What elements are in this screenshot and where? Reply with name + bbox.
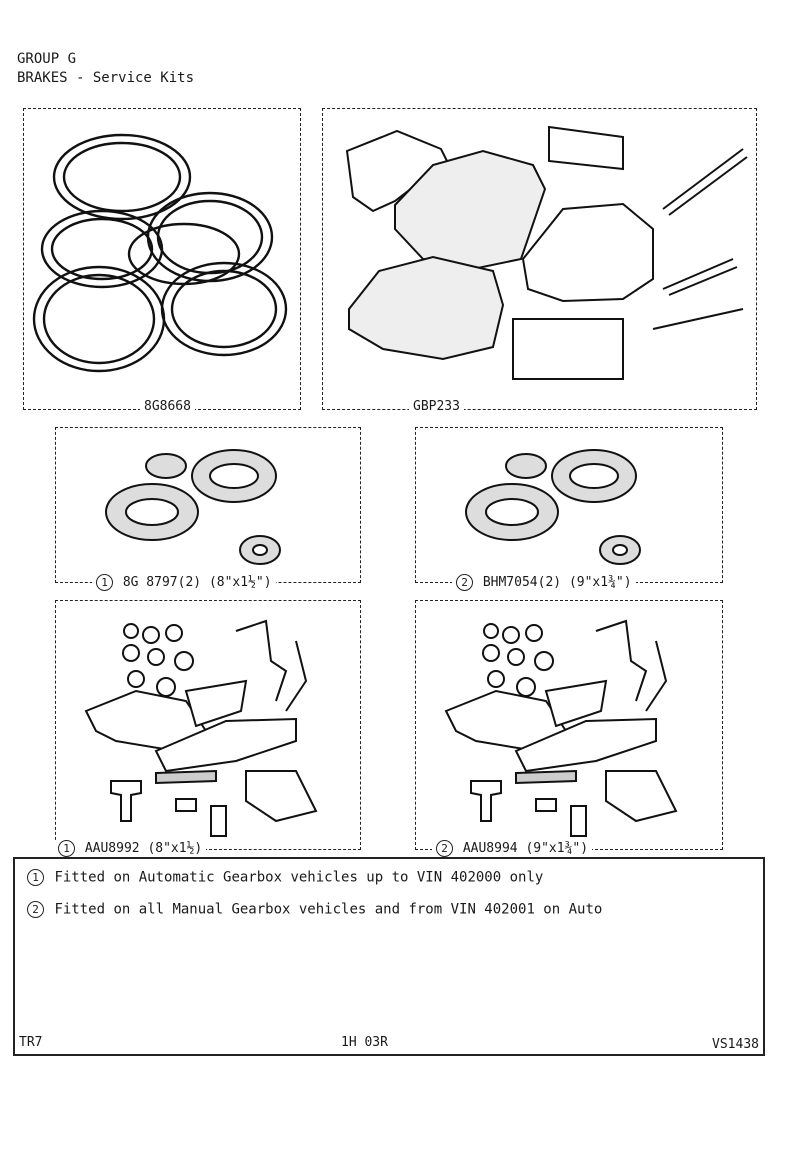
adjuster-parts-illustration-1 — [84, 619, 318, 837]
seal-rings-illustration — [32, 133, 288, 373]
seals-kit-part-label: 8G8668 — [140, 399, 195, 415]
cyl-kit-2-panel: 2 BHM7054(2) (9"x1¾") — [415, 427, 723, 591]
pads-kit-part-label: GBP233 — [409, 399, 464, 415]
cyl-kit-2-part-number: BHM7054(2) — [482, 575, 562, 590]
page-title: BRAKES - Service Kits — [17, 70, 195, 86]
note-1: 1 Fitted on Automatic Gearbox vehicles u… — [27, 869, 543, 886]
cyl-kit-1-size: (8"x1½") — [208, 575, 272, 590]
adj-kit-2-panel: 2 AAU8994 (9"x1¾") — [415, 600, 723, 857]
adjuster-parts-illustration-2 — [444, 619, 678, 837]
cyl-kit-2-size: (9"x1¾") — [568, 575, 632, 590]
note-2-text: Fitted on all Manual Gearbox vehicles an… — [54, 901, 603, 918]
seals-kit-part-number: 8G8668 — [144, 399, 191, 414]
ref-2-marker-adj: 2 — [436, 840, 453, 857]
group-label: GROUP G — [17, 51, 77, 67]
adj-kit-1-label: 1 AAU8992 (8"x1½) — [54, 840, 207, 857]
adj-kit-1-panel: 1 AAU8992 (8"x1½) — [54, 600, 361, 857]
adj-kit-1-size: (8"x1½) — [147, 841, 203, 856]
cyl-kit-1-part-number: 8G 8797(2) — [122, 575, 202, 590]
adj-kit-2-label: 2 AAU8994 (9"x1¾") — [432, 840, 593, 857]
note-2: 2 Fitted on all Manual Gearbox vehicles … — [27, 901, 602, 918]
cyl-kit-2-label: 2 BHM7054(2) (9"x1¾") — [452, 574, 636, 591]
pads-kit-panel: GBP233 — [322, 108, 757, 415]
cyl-kit-1-label: 1 8G 8797(2) (8"x1½") — [92, 574, 276, 591]
adj-kit-2-part-number: AAU8994 — [462, 841, 518, 856]
ref-1-marker: 1 — [96, 574, 113, 591]
notes-box: 1 Fitted on Automatic Gearbox vehicles u… — [13, 857, 765, 1056]
adj-kit-2-size: (9"x1¾") — [525, 841, 589, 856]
adj-kit-1-part-number: AAU8992 — [84, 841, 140, 856]
footer-right: VS1438 — [712, 1037, 759, 1052]
note-1-marker: 1 — [27, 869, 44, 886]
cylinder-cups-illustration-1 — [105, 449, 281, 565]
footer-center: 1H 03R — [341, 1035, 388, 1050]
cyl-kit-1-panel: 1 8G 8797(2) (8"x1½") — [55, 427, 361, 591]
note-1-text: Fitted on Automatic Gearbox vehicles up … — [54, 869, 544, 886]
cylinder-cups-illustration-2 — [465, 449, 641, 565]
pads-kit-part-number: GBP233 — [413, 399, 460, 414]
ref-2-marker: 2 — [456, 574, 473, 591]
brake-pads-illustration — [345, 125, 748, 380]
note-2-marker: 2 — [27, 901, 44, 918]
ref-1-marker-adj: 1 — [58, 840, 75, 857]
footer-left: TR7 — [19, 1035, 43, 1050]
seals-kit-panel: 8G8668 — [23, 108, 301, 415]
page-header: GROUP G BRAKES - Service Kits — [17, 50, 194, 88]
